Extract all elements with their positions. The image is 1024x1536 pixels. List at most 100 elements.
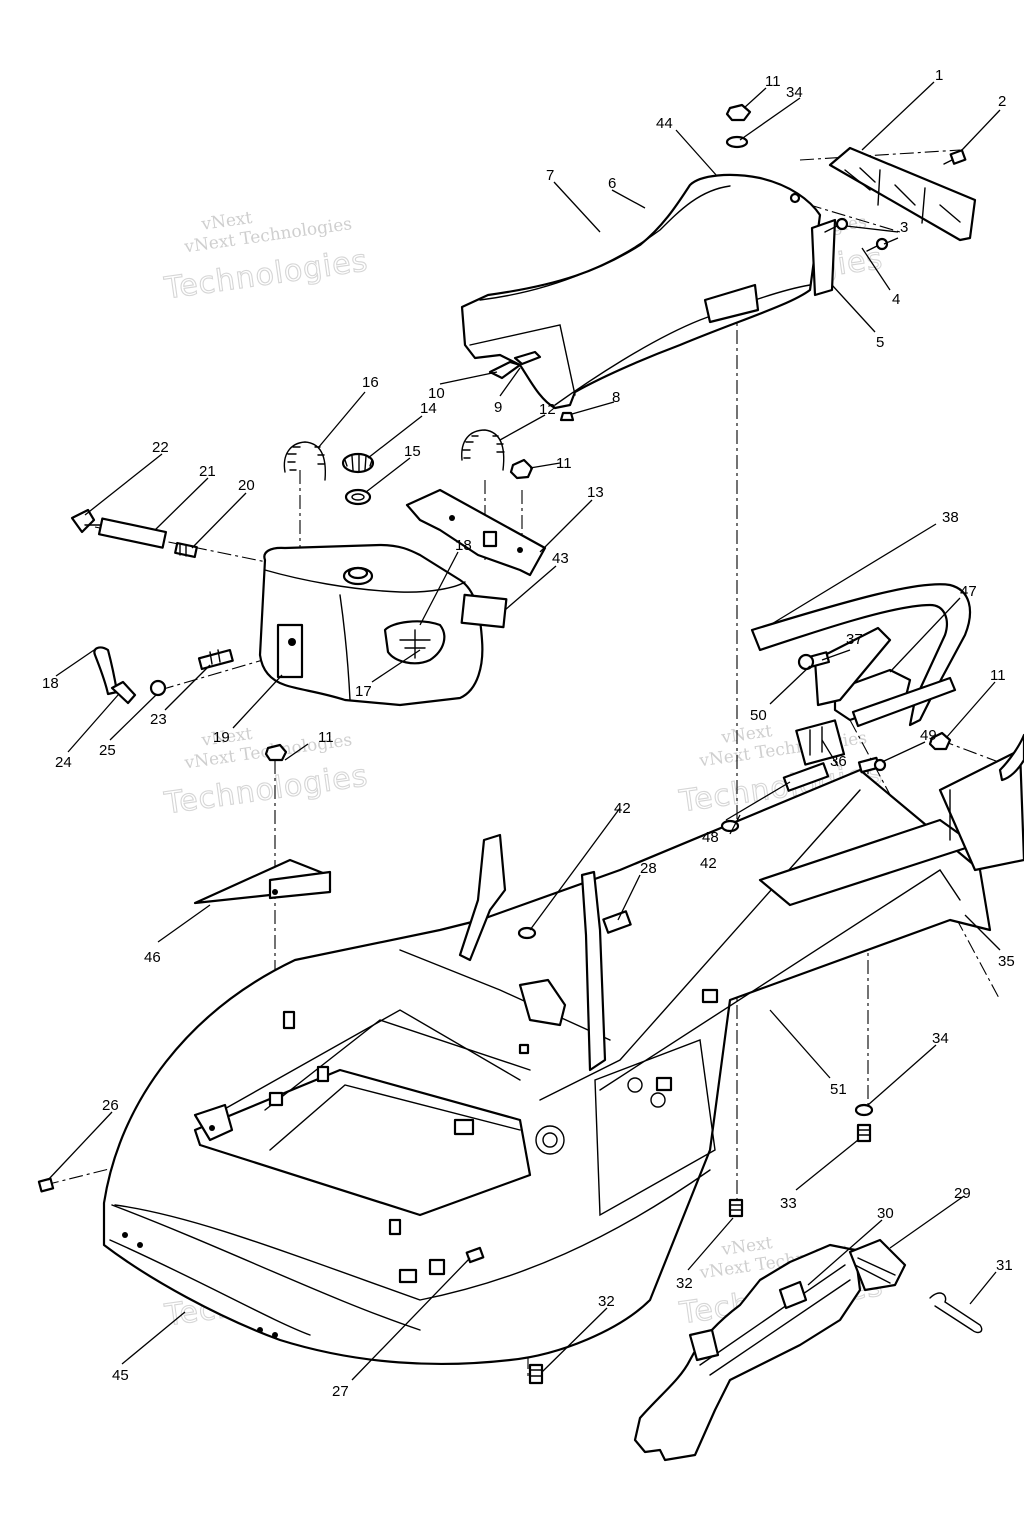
hull-vent-2 [650, 1092, 666, 1108]
fuel-tank-body [258, 543, 484, 707]
tank-bracket-hole [288, 638, 296, 646]
stud-group [37, 926, 874, 1385]
hull-left-bracket [193, 1103, 234, 1142]
callout-17: 17 [355, 683, 372, 700]
tank-bracket-13 [405, 488, 547, 577]
callout-12: 12 [539, 401, 556, 418]
callout-16: 16 [362, 374, 379, 391]
plug-26 [37, 1177, 55, 1193]
callout-32-mid: 32 [676, 1275, 693, 1292]
callout-32-bottom: 32 [598, 1293, 615, 1310]
washer-42-front [517, 926, 537, 940]
callout-31: 31 [996, 1257, 1013, 1274]
callout-6: 6 [608, 175, 616, 192]
callout-25: 25 [99, 742, 116, 759]
hull-floor-line-1 [269, 1084, 521, 1151]
callout-34-top: 34 [786, 84, 803, 101]
screw-8 [559, 411, 575, 422]
pin-31 [929, 1292, 983, 1334]
seat-body [460, 173, 822, 410]
seat-side-crease [554, 284, 811, 406]
callout-13: 13 [587, 484, 604, 501]
fuel-hose-18 [93, 646, 119, 696]
callout-14: 14 [420, 400, 437, 417]
console-hole [272, 889, 278, 895]
taillight-divider-1 [877, 169, 881, 206]
callout-15: 15 [404, 443, 421, 460]
callout-42-front: 42 [614, 800, 631, 817]
tank-bracket-13-hole-2 [517, 547, 523, 553]
hull-deck-well [193, 1068, 532, 1217]
fuel-tank-side-edge [339, 594, 351, 701]
nut-11-console [264, 743, 288, 762]
callout-33: 33 [780, 1195, 797, 1212]
tank-pad-43 [460, 593, 508, 629]
callout-45: 45 [112, 1367, 129, 1384]
callout-44: 44 [656, 115, 673, 132]
fuel-cap-group [283, 429, 505, 506]
callout-20: 20 [238, 477, 255, 494]
callout-26: 26 [102, 1097, 119, 1114]
callout-18-tank: 18 [455, 537, 472, 554]
callout-29: 29 [954, 1185, 971, 1202]
fuel-tank-seam [264, 569, 466, 593]
bumper-handle-38 [750, 583, 972, 727]
seat-assembly [460, 173, 822, 410]
stud-33 [856, 1123, 872, 1143]
fuel-tank-assembly [258, 543, 508, 707]
callout-22: 22 [152, 439, 169, 456]
callout-35: 35 [998, 953, 1015, 970]
console-46 [193, 743, 332, 905]
screw-49 [857, 756, 887, 774]
callout-21: 21 [199, 463, 216, 480]
fuel-tank-neck-inner [347, 566, 369, 580]
callout-9: 9 [494, 399, 502, 416]
bumper-plate-37 [813, 626, 892, 707]
taillight-hatch-1 [844, 167, 961, 223]
hinge-29-detail [854, 1257, 896, 1284]
callout-3: 3 [900, 219, 908, 236]
bumper-rail-lower [851, 676, 957, 728]
cable-right [998, 733, 1024, 782]
nut-11-bumper [928, 731, 952, 751]
hull-chine [109, 1239, 311, 1336]
callout-5: 5 [876, 334, 884, 351]
plug-25 [149, 679, 167, 697]
washer-34-bottom [854, 1103, 874, 1117]
callout-48: 48 [702, 829, 719, 846]
seat-decal [703, 283, 760, 324]
clip-9-10 [488, 350, 542, 380]
tank-bracket-13-tab [482, 530, 498, 548]
callout-24: 24 [55, 754, 72, 771]
stud-32-mid [728, 1198, 744, 1218]
callout-49: 49 [920, 727, 937, 744]
callout-labels: 1 2 3 4 5 6 7 8 9 10 11 11 11 11 12 13 1… [42, 67, 1015, 1400]
fitting-22 [70, 508, 96, 534]
callout-28: 28 [640, 860, 657, 877]
tank-bracket-13-group [405, 458, 547, 577]
hull-access-port-inner [542, 1132, 558, 1148]
callout-51: 51 [830, 1081, 847, 1098]
leader-lines [47, 81, 1001, 1381]
hull-assembly [102, 748, 1024, 1366]
hull-body [102, 768, 992, 1366]
callout-46: 46 [144, 949, 161, 966]
elbow-24 [110, 680, 137, 705]
seat-hardware [488, 103, 752, 422]
fitting-20 [174, 541, 198, 559]
hull-inner-rail-left [204, 1009, 521, 1121]
hull-bow-eyes [122, 1232, 278, 1338]
callout-11-console: 11 [318, 729, 334, 746]
taillight-lens [828, 146, 977, 242]
hull-handlebar-post-right [580, 870, 607, 1072]
fuel-cap-knurl [344, 454, 373, 472]
gasket-15-inner [351, 493, 365, 501]
nut-11-bracket [509, 458, 534, 480]
stud-32-bottom [528, 1363, 544, 1385]
callout-2: 2 [998, 93, 1006, 110]
callout-38: 38 [942, 509, 959, 526]
assembly-line-screw [799, 149, 961, 161]
latch-tab-30 [778, 1280, 808, 1310]
taillight-assembly [789, 146, 977, 297]
